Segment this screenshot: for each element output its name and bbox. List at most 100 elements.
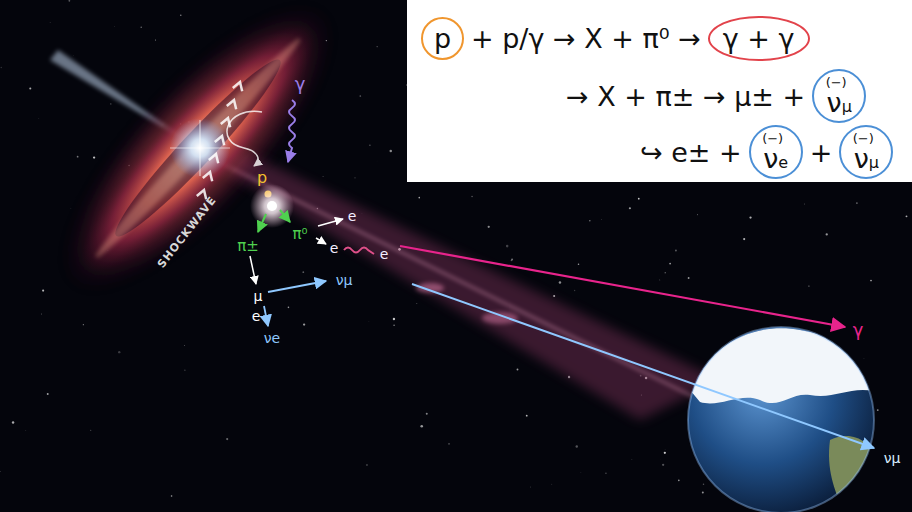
star xyxy=(12,421,14,423)
neutrino-circle: (−)νμ xyxy=(839,125,893,179)
star xyxy=(155,39,157,41)
equation-text: ↪ e± + xyxy=(640,139,742,166)
pion-track xyxy=(258,214,266,232)
neutrino-letter: ν xyxy=(763,145,778,172)
star xyxy=(359,95,361,97)
star xyxy=(25,430,27,432)
star xyxy=(863,357,865,359)
neutrino-letter: ν xyxy=(827,89,842,116)
star xyxy=(289,148,291,150)
pion-track xyxy=(280,210,290,222)
flavour-subscript: μ xyxy=(842,99,852,115)
flavour-subscript: μ xyxy=(869,155,879,171)
neutrino-symbol: νe xyxy=(763,145,788,172)
star xyxy=(664,452,666,454)
jet-core xyxy=(215,160,700,400)
accretion-disk xyxy=(26,0,369,326)
antiparticle-mark: (−) xyxy=(853,132,874,145)
star xyxy=(702,492,704,494)
star xyxy=(511,258,513,260)
star xyxy=(669,263,671,265)
star xyxy=(140,26,141,27)
gamma-ray-path xyxy=(400,246,845,327)
star xyxy=(870,280,872,282)
star xyxy=(393,318,395,320)
muon-label: μ xyxy=(254,289,263,303)
star xyxy=(226,438,228,440)
equation-text: + xyxy=(810,139,833,166)
star xyxy=(488,226,490,228)
star xyxy=(184,370,185,371)
star xyxy=(631,459,633,461)
star xyxy=(506,245,509,248)
equation-text: → X + π± → μ± + xyxy=(566,83,805,110)
star xyxy=(49,22,51,24)
neutrino-path xyxy=(412,284,874,448)
equation-panel: pγ + γ(−)νμ(−)νe(−)νμ+ p/γ → X + π⁰ →→ X… xyxy=(407,0,912,182)
star xyxy=(559,281,561,283)
star xyxy=(366,464,368,466)
star xyxy=(110,103,111,104)
star xyxy=(183,345,185,347)
star xyxy=(390,150,392,152)
star xyxy=(38,118,40,120)
star xyxy=(426,413,428,415)
shockwave-label: SHOCKWAVE xyxy=(156,194,219,270)
star xyxy=(93,156,95,158)
circled-term: γ + γ xyxy=(723,25,795,52)
star xyxy=(551,483,553,485)
star xyxy=(29,87,31,89)
star xyxy=(288,307,290,309)
black-hole-core xyxy=(170,118,230,178)
gamma-label: γ xyxy=(853,321,864,339)
neutrino-label: νμ xyxy=(336,273,353,287)
star xyxy=(180,15,181,16)
star xyxy=(638,198,640,200)
muon-track xyxy=(250,256,256,284)
continent xyxy=(829,436,874,508)
star xyxy=(517,369,519,371)
jet-knot xyxy=(482,312,518,324)
star xyxy=(302,271,304,273)
electron-track xyxy=(316,238,326,244)
neutrino-circle: (−)νμ xyxy=(812,69,866,123)
star xyxy=(420,425,423,428)
star xyxy=(369,145,370,146)
neutrino-circle: (−)νe xyxy=(749,125,803,179)
neutrino-label: νμ xyxy=(884,451,901,465)
star xyxy=(743,238,745,240)
electron-track xyxy=(318,219,343,226)
star xyxy=(416,303,418,305)
star xyxy=(448,443,450,445)
collision-flash xyxy=(250,184,294,228)
star xyxy=(675,250,677,252)
disk-glow xyxy=(26,0,369,326)
star xyxy=(530,486,531,487)
star xyxy=(688,277,690,279)
neutrino-track xyxy=(264,306,268,326)
star xyxy=(77,156,79,158)
proton-label: p xyxy=(257,170,267,186)
star xyxy=(393,324,395,326)
earth xyxy=(688,327,878,512)
circled-term: p xyxy=(434,25,451,52)
star xyxy=(83,324,84,325)
star xyxy=(664,449,666,451)
star xyxy=(114,26,115,27)
star xyxy=(877,409,879,411)
star xyxy=(749,216,751,218)
star xyxy=(578,264,580,266)
star xyxy=(303,323,305,325)
star xyxy=(70,207,72,209)
star xyxy=(171,495,173,497)
star xyxy=(1,67,2,68)
star xyxy=(808,286,809,287)
pion-label: π⁰ xyxy=(292,227,307,242)
core-flare xyxy=(170,120,230,176)
star xyxy=(118,351,120,353)
neutrino-symbol: νμ xyxy=(854,145,879,172)
shockwave-arrows xyxy=(197,82,242,199)
collision-point xyxy=(267,201,277,211)
star xyxy=(418,197,420,199)
